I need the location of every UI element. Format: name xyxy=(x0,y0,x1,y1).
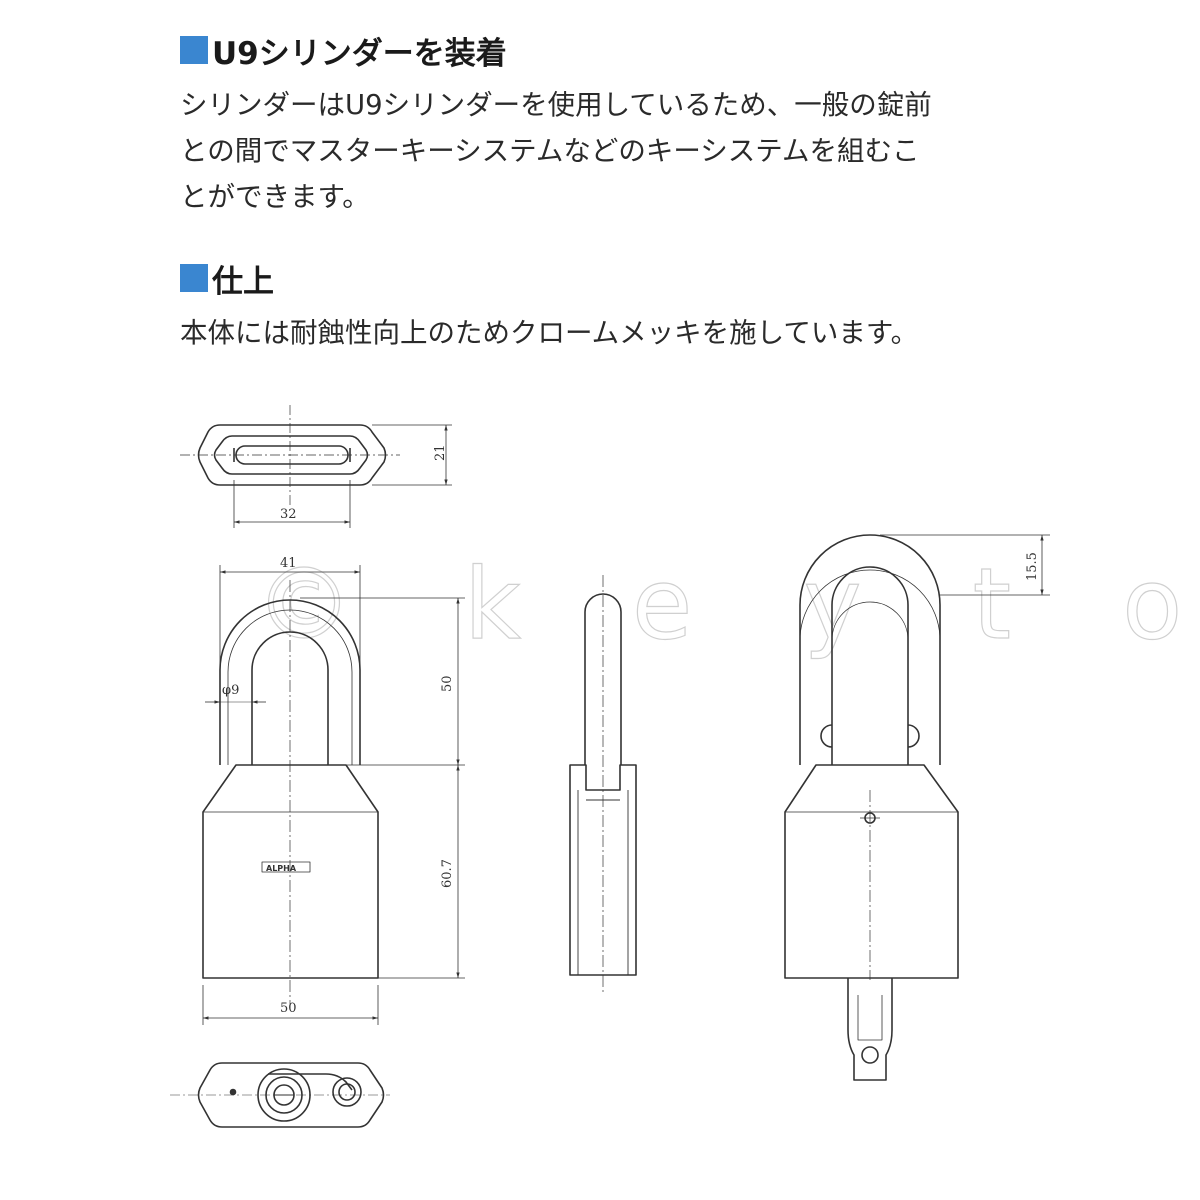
section-body: 本体には耐蝕性向上のためクロームメッキを施しています。 xyxy=(180,310,918,356)
dim-top-depth: 21 xyxy=(433,444,448,461)
top-view xyxy=(180,405,452,528)
bottom-view xyxy=(170,1062,390,1128)
dim-top-width: 32 xyxy=(280,507,297,522)
heading-text: U9シリンダーを装着 xyxy=(212,35,507,72)
open-view xyxy=(784,534,1050,1081)
section-heading: U9シリンダーを装着 xyxy=(180,30,932,72)
body-line: とができます。 xyxy=(180,181,370,213)
dim-body-width: 50 xyxy=(280,1001,297,1016)
section-finish: 仕上 本体には耐蝕性向上のためクロームメッキを施しています。 xyxy=(180,258,918,356)
watermark-text: © k e y t o w n xyxy=(255,548,1200,662)
dim-shackle-height: 50 xyxy=(440,675,455,692)
section-heading: 仕上 xyxy=(180,258,918,300)
dim-shackle-diameter: φ9 xyxy=(222,683,239,698)
heading-text: 仕上 xyxy=(212,263,274,300)
section-body: シリンダーはU9シリンダーを使用しているため、一般の錠前 との間でマスターキーシ… xyxy=(180,82,932,220)
front-view xyxy=(202,565,465,1025)
section-cylinder: U9シリンダーを装着 シリンダーはU9シリンダーを使用しているため、一般の錠前 … xyxy=(180,30,932,220)
body-line: 本体には耐蝕性向上のためクロームメッキを施しています。 xyxy=(180,317,919,349)
body-brand-mark: ALPHA xyxy=(266,864,297,873)
side-view xyxy=(569,575,637,995)
dim-body-height: 60.7 xyxy=(440,859,455,888)
dim-shackle-clearance: 15.5 xyxy=(1025,552,1040,581)
heading-square-marker xyxy=(180,264,208,292)
body-line: シリンダーはU9シリンダーを使用しているため、一般の錠前 xyxy=(180,89,932,121)
dim-shackle-width: 41 xyxy=(280,556,297,571)
heading-square-marker xyxy=(180,36,208,64)
body-line: との間でマスターキーシステムなどのキーシステムを組むこ xyxy=(180,135,920,167)
